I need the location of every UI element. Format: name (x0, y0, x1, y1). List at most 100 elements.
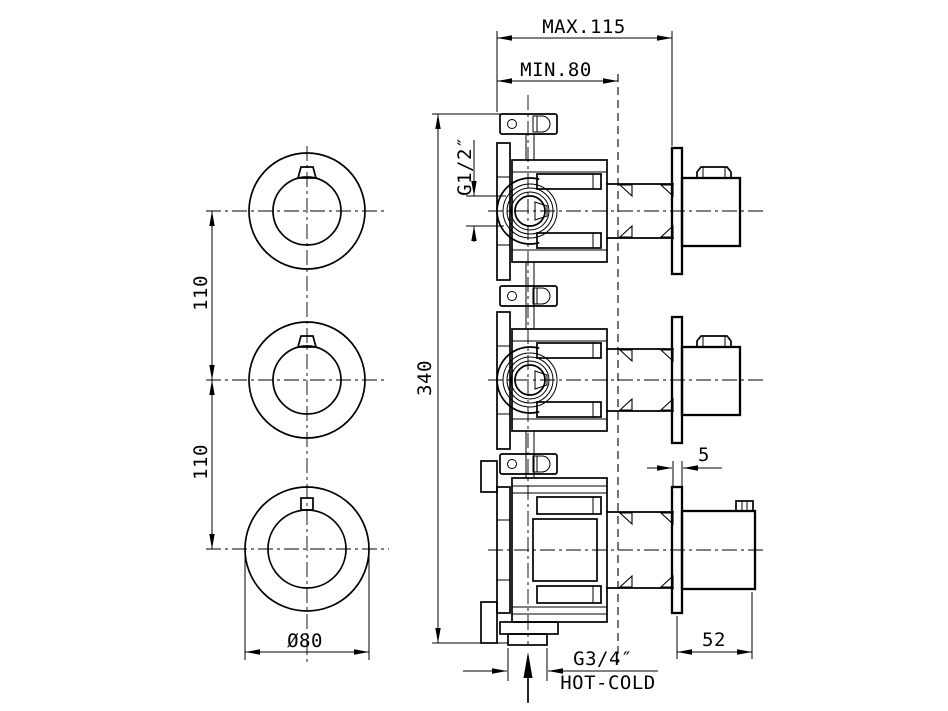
port-bore (514, 364, 546, 396)
stem-sleeve (606, 183, 674, 239)
escutcheon-circle (244, 486, 370, 612)
dim-max-depth-label: MAX.115 (542, 16, 626, 38)
handle-knob-top (680, 166, 742, 248)
extension-line (496, 31, 673, 146)
escutcheon-circle (248, 152, 366, 270)
thread-spigot-lower (536, 401, 602, 418)
safety-stop-button (735, 500, 754, 512)
valve-body-bottom (480, 460, 608, 646)
dim-inlet: G3/4″ HOT-COLD (463, 648, 658, 694)
dim-min-depth: MIN.80 (497, 59, 618, 84)
bracket-screw (532, 455, 551, 473)
bracket-screw (532, 287, 551, 305)
mounting-rails (525, 134, 535, 478)
valve-stem-top (606, 183, 674, 239)
break-mark (618, 349, 633, 363)
side-view: MAX.115 MIN.80 G1/2″ 340 5 (414, 16, 766, 703)
handle-circle (272, 176, 342, 246)
port-thread-ring (502, 183, 558, 239)
port-bore (514, 195, 546, 227)
dim-min-depth-label: MIN.80 (520, 59, 592, 81)
dim-escutcheon-diameter: Ø80 (244, 556, 370, 660)
knob-body (680, 345, 742, 417)
break-mark (618, 574, 633, 588)
valve-stem-bottom (606, 511, 674, 589)
stem-sleeve (606, 511, 674, 589)
mounting-bracket-top (499, 113, 558, 135)
bracket-screw (532, 115, 551, 133)
back-plate (496, 486, 511, 614)
port-thread-ring (510, 360, 550, 400)
cartridge-face (532, 518, 598, 582)
housing (511, 159, 608, 263)
escutcheon-circle (248, 321, 366, 439)
extension-line (432, 113, 508, 644)
break-mark (618, 512, 633, 526)
valve-body-top (496, 142, 608, 281)
handle-knob-bottom (680, 500, 757, 591)
inlet-boss (499, 621, 559, 635)
back-lug-lower (480, 601, 498, 644)
dim-total-height: 340 (414, 113, 508, 644)
thread-spigot-lower (536, 585, 602, 604)
dim-spacing-lower: 110 (190, 380, 215, 549)
mounting-bracket-middle (499, 285, 558, 307)
port-thread-ring (510, 191, 550, 231)
dim-max-depth: MAX.115 (496, 16, 673, 146)
extension-line (672, 461, 683, 487)
dim-handle-depth: 52 (676, 592, 753, 659)
bracket-body (499, 453, 558, 475)
back-lug-upper (480, 460, 498, 493)
dim-spacing-upper-label: 110 (190, 275, 212, 311)
trim-circle-middle (206, 321, 385, 439)
inlet-pipe-stub (507, 633, 548, 646)
thread-spigot-upper (536, 173, 602, 190)
extension-line (507, 648, 548, 681)
bracket-hole (507, 291, 517, 301)
front-view: 110 110 Ø80 (190, 146, 389, 662)
dim-top-port-thread: G1/2″ (454, 136, 506, 242)
mounting-bracket-bottom (499, 453, 558, 475)
port-thread-ring (506, 356, 554, 404)
break-mark (618, 184, 633, 198)
dim-total-height-label: 340 (414, 360, 436, 396)
knob-cap (696, 335, 732, 348)
dim-plate-thickness-label: 5 (698, 444, 710, 466)
arrow-head (523, 652, 533, 678)
bracket-hole (507, 459, 517, 469)
handle-index-tab (300, 497, 314, 511)
housing (511, 477, 608, 623)
handle-circle (272, 345, 342, 415)
handle-index-tab (296, 335, 318, 348)
valve-body-middle (496, 311, 608, 450)
thread-spigot-upper (536, 496, 602, 515)
dim-diameter-label: Ø80 (287, 630, 323, 652)
port-cup (496, 346, 540, 414)
dim-spacing-lower-label: 110 (190, 444, 212, 480)
housing (511, 328, 608, 432)
knob-body (680, 509, 757, 591)
bracket-body (499, 113, 558, 135)
port-cup (496, 177, 540, 245)
dim-plate-thickness: 5 (647, 444, 722, 487)
break-mark (618, 224, 633, 238)
thread-spigot-lower (536, 232, 602, 249)
inlet-hot-cold-label: HOT-COLD (560, 672, 656, 694)
handle-index-tab (296, 166, 318, 179)
port-thread-ring (502, 352, 558, 408)
dim-handle-depth-label: 52 (702, 629, 726, 651)
knob-cap (696, 166, 732, 179)
trim-circle-bottom (206, 486, 389, 612)
dim-port-thread-label: G1/2″ (454, 136, 476, 196)
dim-spacing-upper: 110 (190, 211, 215, 380)
flow-direction-arrow (523, 652, 533, 703)
break-mark (618, 397, 633, 411)
port-keyway (534, 370, 548, 390)
bracket-body (499, 285, 558, 307)
stem-sleeve (606, 348, 674, 412)
knob-body (680, 176, 742, 248)
handle-knob-middle (680, 335, 742, 417)
trim-circle-top (206, 152, 385, 270)
